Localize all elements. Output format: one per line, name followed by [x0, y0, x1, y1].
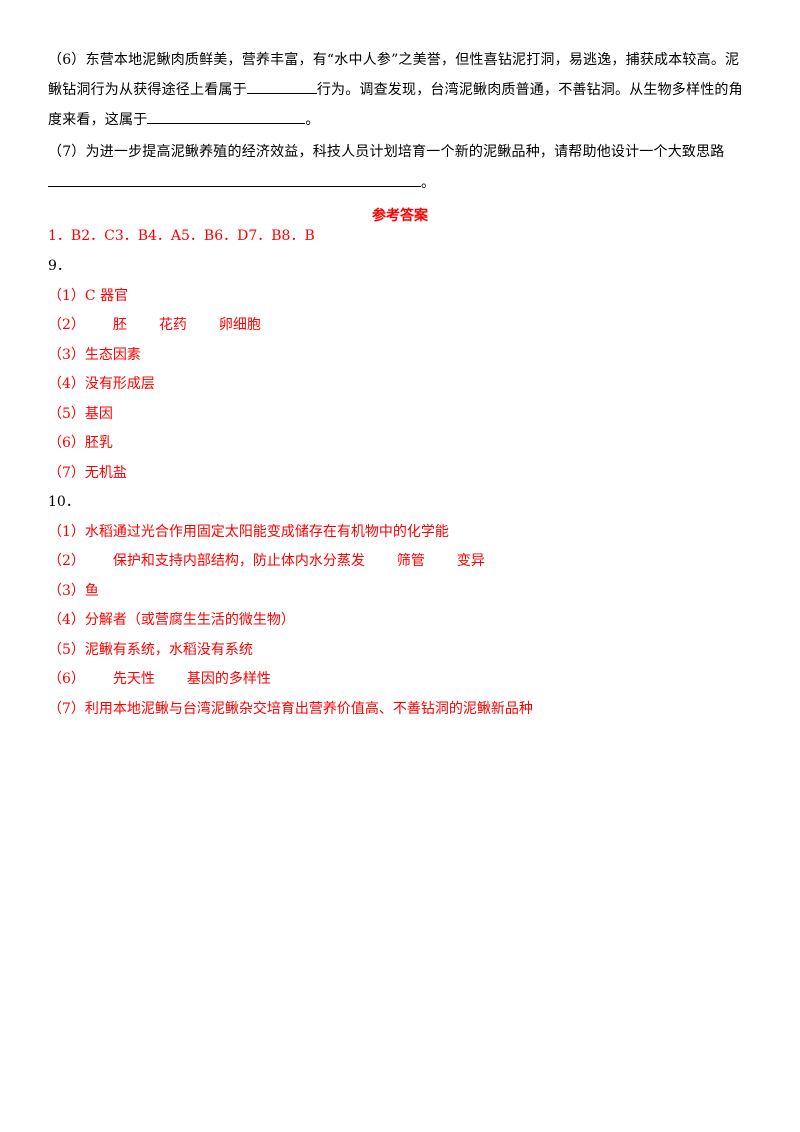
question-6-text-3a: 度来看，这属于: [48, 112, 148, 128]
q10-answer-4: （4）分解者（或营腐生生活的微生物）: [48, 611, 295, 629]
answer-text: 保护和支持内部结构，防止体内水分蒸发: [112, 553, 365, 569]
answer-text: 无机盐: [84, 465, 127, 481]
answer-number: （1）: [48, 524, 85, 540]
answer-text: 筛管: [396, 553, 425, 569]
q9-answer-4: （4）没有形成层: [48, 375, 155, 393]
answer-text: 没有形成层: [84, 376, 155, 392]
answer-text: 鱼: [84, 583, 99, 599]
answer-number: （5）: [48, 406, 85, 422]
question-6-text-2a: 鳅钻洞行为从获得途径上看属于: [48, 82, 247, 98]
answer-text: 胚: [112, 317, 127, 333]
answer-number: （7）: [48, 701, 85, 717]
q9-answer-7: （7）无机盐: [48, 464, 127, 482]
answer-text: 泥鳅有系统，水稻没有系统: [84, 642, 253, 658]
answer-text: 花药: [158, 317, 187, 333]
answer-number: （4）: [48, 612, 85, 628]
answer-number: （2）: [48, 553, 85, 569]
question-6-line-2: 鳅钻洞行为从获得途径上看属于 行为。调查发现，台湾泥鳅肉质普通，不善钻洞。从生物多…: [48, 80, 758, 99]
question-7-text-2b: 。: [421, 175, 436, 191]
q10-answer-7: （7）利用本地泥鳅与台湾泥鳅杂交培育出营养价值高、不善钻洞的泥鳅新品种: [48, 700, 533, 718]
q9-answer-2: （2） 胚 花药 卵细胞: [48, 316, 261, 334]
q10-answer-6: （6） 先天性 基因的多样性: [48, 670, 271, 688]
q10-answer-3: （3）鱼: [48, 582, 99, 600]
q9-answer-3: （3）生态因素: [48, 346, 141, 364]
answer-number: （3）: [48, 347, 85, 363]
answer-text: 胚乳: [84, 435, 113, 451]
answer-number: （5）: [48, 642, 85, 658]
answer-number: （2）: [48, 317, 85, 333]
q10-answer-2: （2） 保护和支持内部结构，防止体内水分蒸发 筛管 变异: [48, 552, 485, 570]
answer-text: 先天性: [112, 671, 155, 687]
q9-label: 9．: [48, 258, 71, 274]
question-6-line-3: 度来看，这属于 。: [48, 110, 758, 129]
answer-text: 生态因素: [84, 347, 141, 363]
question-7-line-1: （7）为进一步提高泥鳅养殖的经济效益，科技人员计划培育一个新的泥鳅品种，请帮助他…: [48, 143, 758, 161]
answer-number: （4）: [48, 376, 85, 392]
answer-blank: [246, 80, 317, 94]
answer-text: 卵细胞: [218, 317, 261, 333]
answer-number: （6）: [48, 671, 85, 687]
answer-text: 水稻通过光合作用固定太阳能变成储存在有机物中的化学能: [84, 524, 449, 540]
answer-number: （7）: [48, 465, 85, 481]
answer-text: 变异: [456, 553, 485, 569]
q10-answer-5: （5）泥鳅有系统，水稻没有系统: [48, 641, 253, 659]
answer-text: 分解者（或营腐生生活的微生物）: [84, 612, 295, 628]
question-6-line-1: （6）东营本地泥鳅肉质鲜美，营养丰富，有“水中人参”之美誉，但性喜钻泥打洞，易逃…: [48, 51, 758, 69]
answer-text: 基因: [84, 406, 113, 422]
answer-text: 利用本地泥鳅与台湾泥鳅杂交培育出营养价值高、不善钻洞的泥鳅新品种: [84, 701, 533, 717]
answers-title: 参考答案: [372, 208, 428, 224]
question-6-text-3b: 。: [305, 112, 320, 128]
answer-number: （1）: [48, 288, 85, 304]
answer-text: 基因的多样性: [186, 671, 271, 687]
question-7-text-1: （7）为进一步提高泥鳅养殖的经济效益，科技人员计划培育一个新的泥鳅品种，请帮助他…: [48, 144, 725, 160]
answer-blank: [147, 110, 306, 124]
q10-label: 10．: [48, 494, 80, 510]
q9-answer-1: （1）C 器官: [48, 287, 128, 305]
question-7-line-2: 。: [48, 173, 758, 192]
answer-blank: [48, 173, 421, 187]
question-6-text-1: （6）东营本地泥鳅肉质鲜美，营养丰富，有“水中人参”之美誉，但性喜钻泥打洞，易逃…: [48, 52, 740, 68]
question-6-text-2b: 行为。调查发现，台湾泥鳅肉质普通，不善钻洞。从生物多样性的角: [316, 82, 743, 98]
answer-text: C 器官: [84, 288, 129, 304]
answer-number: （3）: [48, 583, 85, 599]
mc-answers: 1．B2．C3．B4．A5．B6．D7．B8．B: [48, 228, 315, 244]
q9-answer-6: （6）胚乳: [48, 434, 113, 452]
answer-number: （6）: [48, 435, 85, 451]
q10-answer-1: （1）水稻通过光合作用固定太阳能变成储存在有机物中的化学能: [48, 523, 449, 541]
q9-answer-5: （5）基因: [48, 405, 113, 423]
